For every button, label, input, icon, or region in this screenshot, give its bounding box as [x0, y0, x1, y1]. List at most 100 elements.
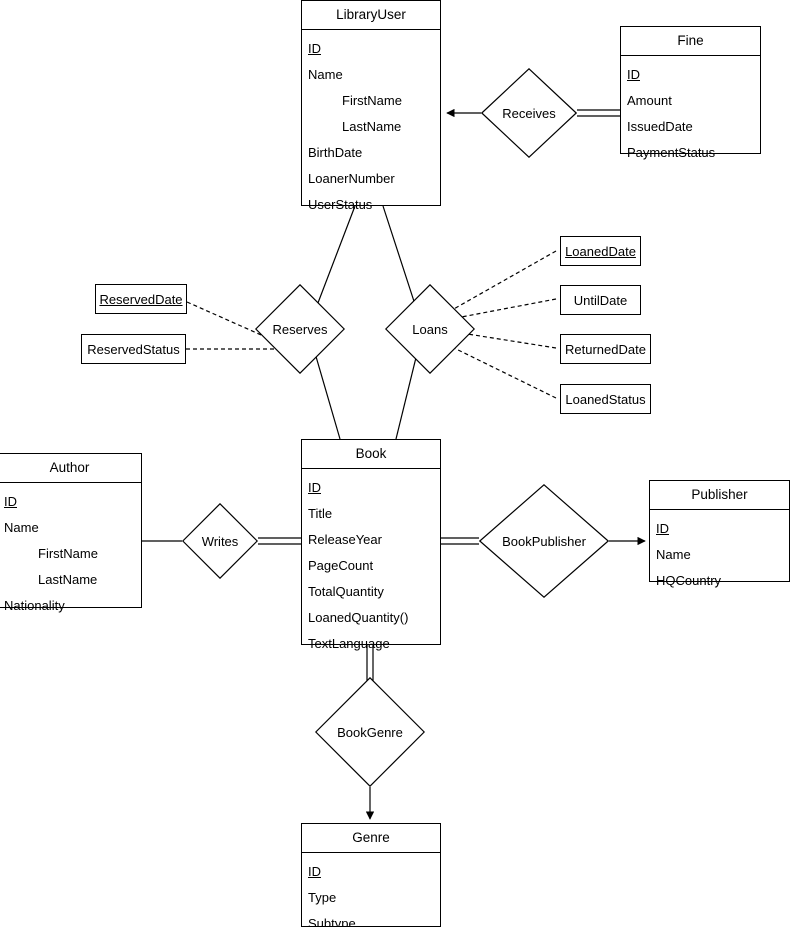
diamond-shape	[479, 484, 609, 598]
relationship-label-loans: Loans	[412, 321, 448, 337]
relationship-attribute-returneddate[interactable]: ReturnedDate	[560, 334, 651, 364]
attribute-author-nationality: Nationality	[0, 593, 141, 619]
attribute-label: UserStatus	[308, 196, 373, 212]
relationship-loans[interactable]: Loans	[385, 284, 475, 374]
entity-title-publisher: Publisher	[650, 481, 789, 510]
attribute-book-textlanguage: TextLanguage	[302, 631, 440, 657]
relationship-attribute-reserveddate[interactable]: ReservedDate	[95, 284, 187, 314]
attribute-genre-type: Type	[302, 885, 440, 911]
relationship-attribute-label: ReservedDate	[99, 291, 183, 307]
relationship-attribute-untildate[interactable]: UntilDate	[560, 285, 641, 315]
relationship-attribute-loanedstatus[interactable]: LoanedStatus	[560, 384, 651, 414]
diamond-shape	[481, 68, 577, 158]
attribute-publisher-hqcountry: HQCountry	[650, 568, 789, 594]
attribute-label: ID	[308, 40, 321, 56]
attribute-label: HQCountry	[656, 572, 722, 588]
attribute-label: LastName	[342, 118, 402, 134]
attribute-book-pagecount: PageCount	[302, 553, 440, 579]
attribute-libraryuser-name: Name	[302, 62, 440, 88]
attribute-label: FirstName	[38, 545, 98, 561]
attribute-label: IssuedDate	[627, 118, 693, 134]
diamond-shape	[315, 677, 425, 787]
attribute-author-lastname: LastName	[0, 567, 141, 593]
relationship-attribute-label: UntilDate	[573, 292, 628, 308]
attribute-label: PageCount	[308, 557, 374, 573]
attribute-libraryuser-lastname: LastName	[302, 114, 440, 140]
attribute-label: ID	[627, 66, 640, 82]
attribute-libraryuser-loanernumber: LoanerNumber	[302, 166, 440, 192]
relationship-label-bookpublisher: BookPublisher	[502, 533, 586, 549]
relationship-bookgenre[interactable]: BookGenre	[315, 677, 425, 787]
attribute-author-name: Name	[0, 515, 141, 541]
attribute-label: Amount	[627, 92, 672, 108]
relationship-attribute-reservedstatus[interactable]: ReservedStatus	[81, 334, 186, 364]
attribute-label: ID	[656, 520, 669, 536]
attribute-label: Name	[4, 519, 39, 535]
relationship-label-reserves: Reserves	[272, 321, 328, 337]
attribute-author-firstname: FirstName	[0, 541, 141, 567]
attribute-label: PaymentStatus	[627, 144, 716, 160]
attribute-fine-paymentstatus: PaymentStatus	[621, 140, 760, 166]
entity-title-author: Author	[0, 454, 141, 483]
relationship-receives[interactable]: Receives	[481, 68, 577, 158]
attribute-label: Subtype	[308, 915, 356, 927]
attribute-fine-issueddate: IssuedDate	[621, 114, 760, 140]
relationship-reserves[interactable]: Reserves	[255, 284, 345, 374]
attribute-label: ID	[308, 479, 321, 495]
attribute-label: TextLanguage	[308, 635, 390, 651]
attribute-label: ID	[308, 863, 321, 879]
attribute-label: Title	[308, 505, 333, 521]
attribute-libraryuser-birthdate: BirthDate	[302, 140, 440, 166]
attribute-libraryuser-firstname: FirstName	[302, 88, 440, 114]
attribute-publisher-id: ID	[650, 516, 789, 542]
attribute-book-loanedquantity: LoanedQuantity()	[302, 605, 440, 631]
attribute-libraryuser-id: ID	[302, 36, 440, 62]
diamond-shape	[182, 503, 258, 579]
entity-title-libraryuser: LibraryUser	[302, 1, 440, 30]
relationship-label-receives: Receives	[502, 105, 556, 121]
entity-title-book: Book	[302, 440, 440, 469]
entity-title-fine: Fine	[621, 27, 760, 56]
attribute-fine-id: ID	[621, 62, 760, 88]
attribute-label: Nationality	[4, 597, 65, 613]
attribute-label: TotalQuantity	[308, 583, 384, 599]
attribute-label: LastName	[38, 571, 98, 587]
attribute-book-id: ID	[302, 475, 440, 501]
relationship-writes[interactable]: Writes	[182, 503, 258, 579]
attribute-label: Name	[308, 66, 343, 82]
relationship-attribute-loaneddate[interactable]: LoanedDate	[560, 236, 641, 266]
attribute-genre-id: ID	[302, 859, 440, 885]
attribute-label: Type	[308, 889, 337, 905]
attribute-label: BirthDate	[308, 144, 363, 160]
relationship-bookpublisher[interactable]: BookPublisher	[479, 484, 609, 598]
relationship-attribute-label: ReservedStatus	[87, 341, 180, 357]
relationship-label-writes: Writes	[201, 533, 239, 549]
attribute-genre-subtype: Subtype	[302, 911, 440, 927]
attribute-author-id: ID	[0, 489, 141, 515]
relationship-attribute-label: LoanedStatus	[565, 391, 646, 407]
connection-fine-receives	[577, 109, 620, 117]
entity-title-genre: Genre	[302, 824, 440, 853]
attribute-label: LoanerNumber	[308, 170, 395, 186]
attribute-label: ID	[4, 493, 17, 509]
attribute-label: ReleaseYear	[308, 531, 382, 547]
attribute-book-title: Title	[302, 501, 440, 527]
attribute-publisher-name: Name	[650, 542, 789, 568]
attribute-fine-amount: Amount	[621, 88, 760, 114]
relationship-attribute-label: LoanedDate	[565, 243, 636, 259]
attribute-label: FirstName	[342, 92, 402, 108]
attribute-label: LoanedQuantity()	[308, 609, 409, 625]
connection-book-bookpublisher	[441, 537, 479, 545]
